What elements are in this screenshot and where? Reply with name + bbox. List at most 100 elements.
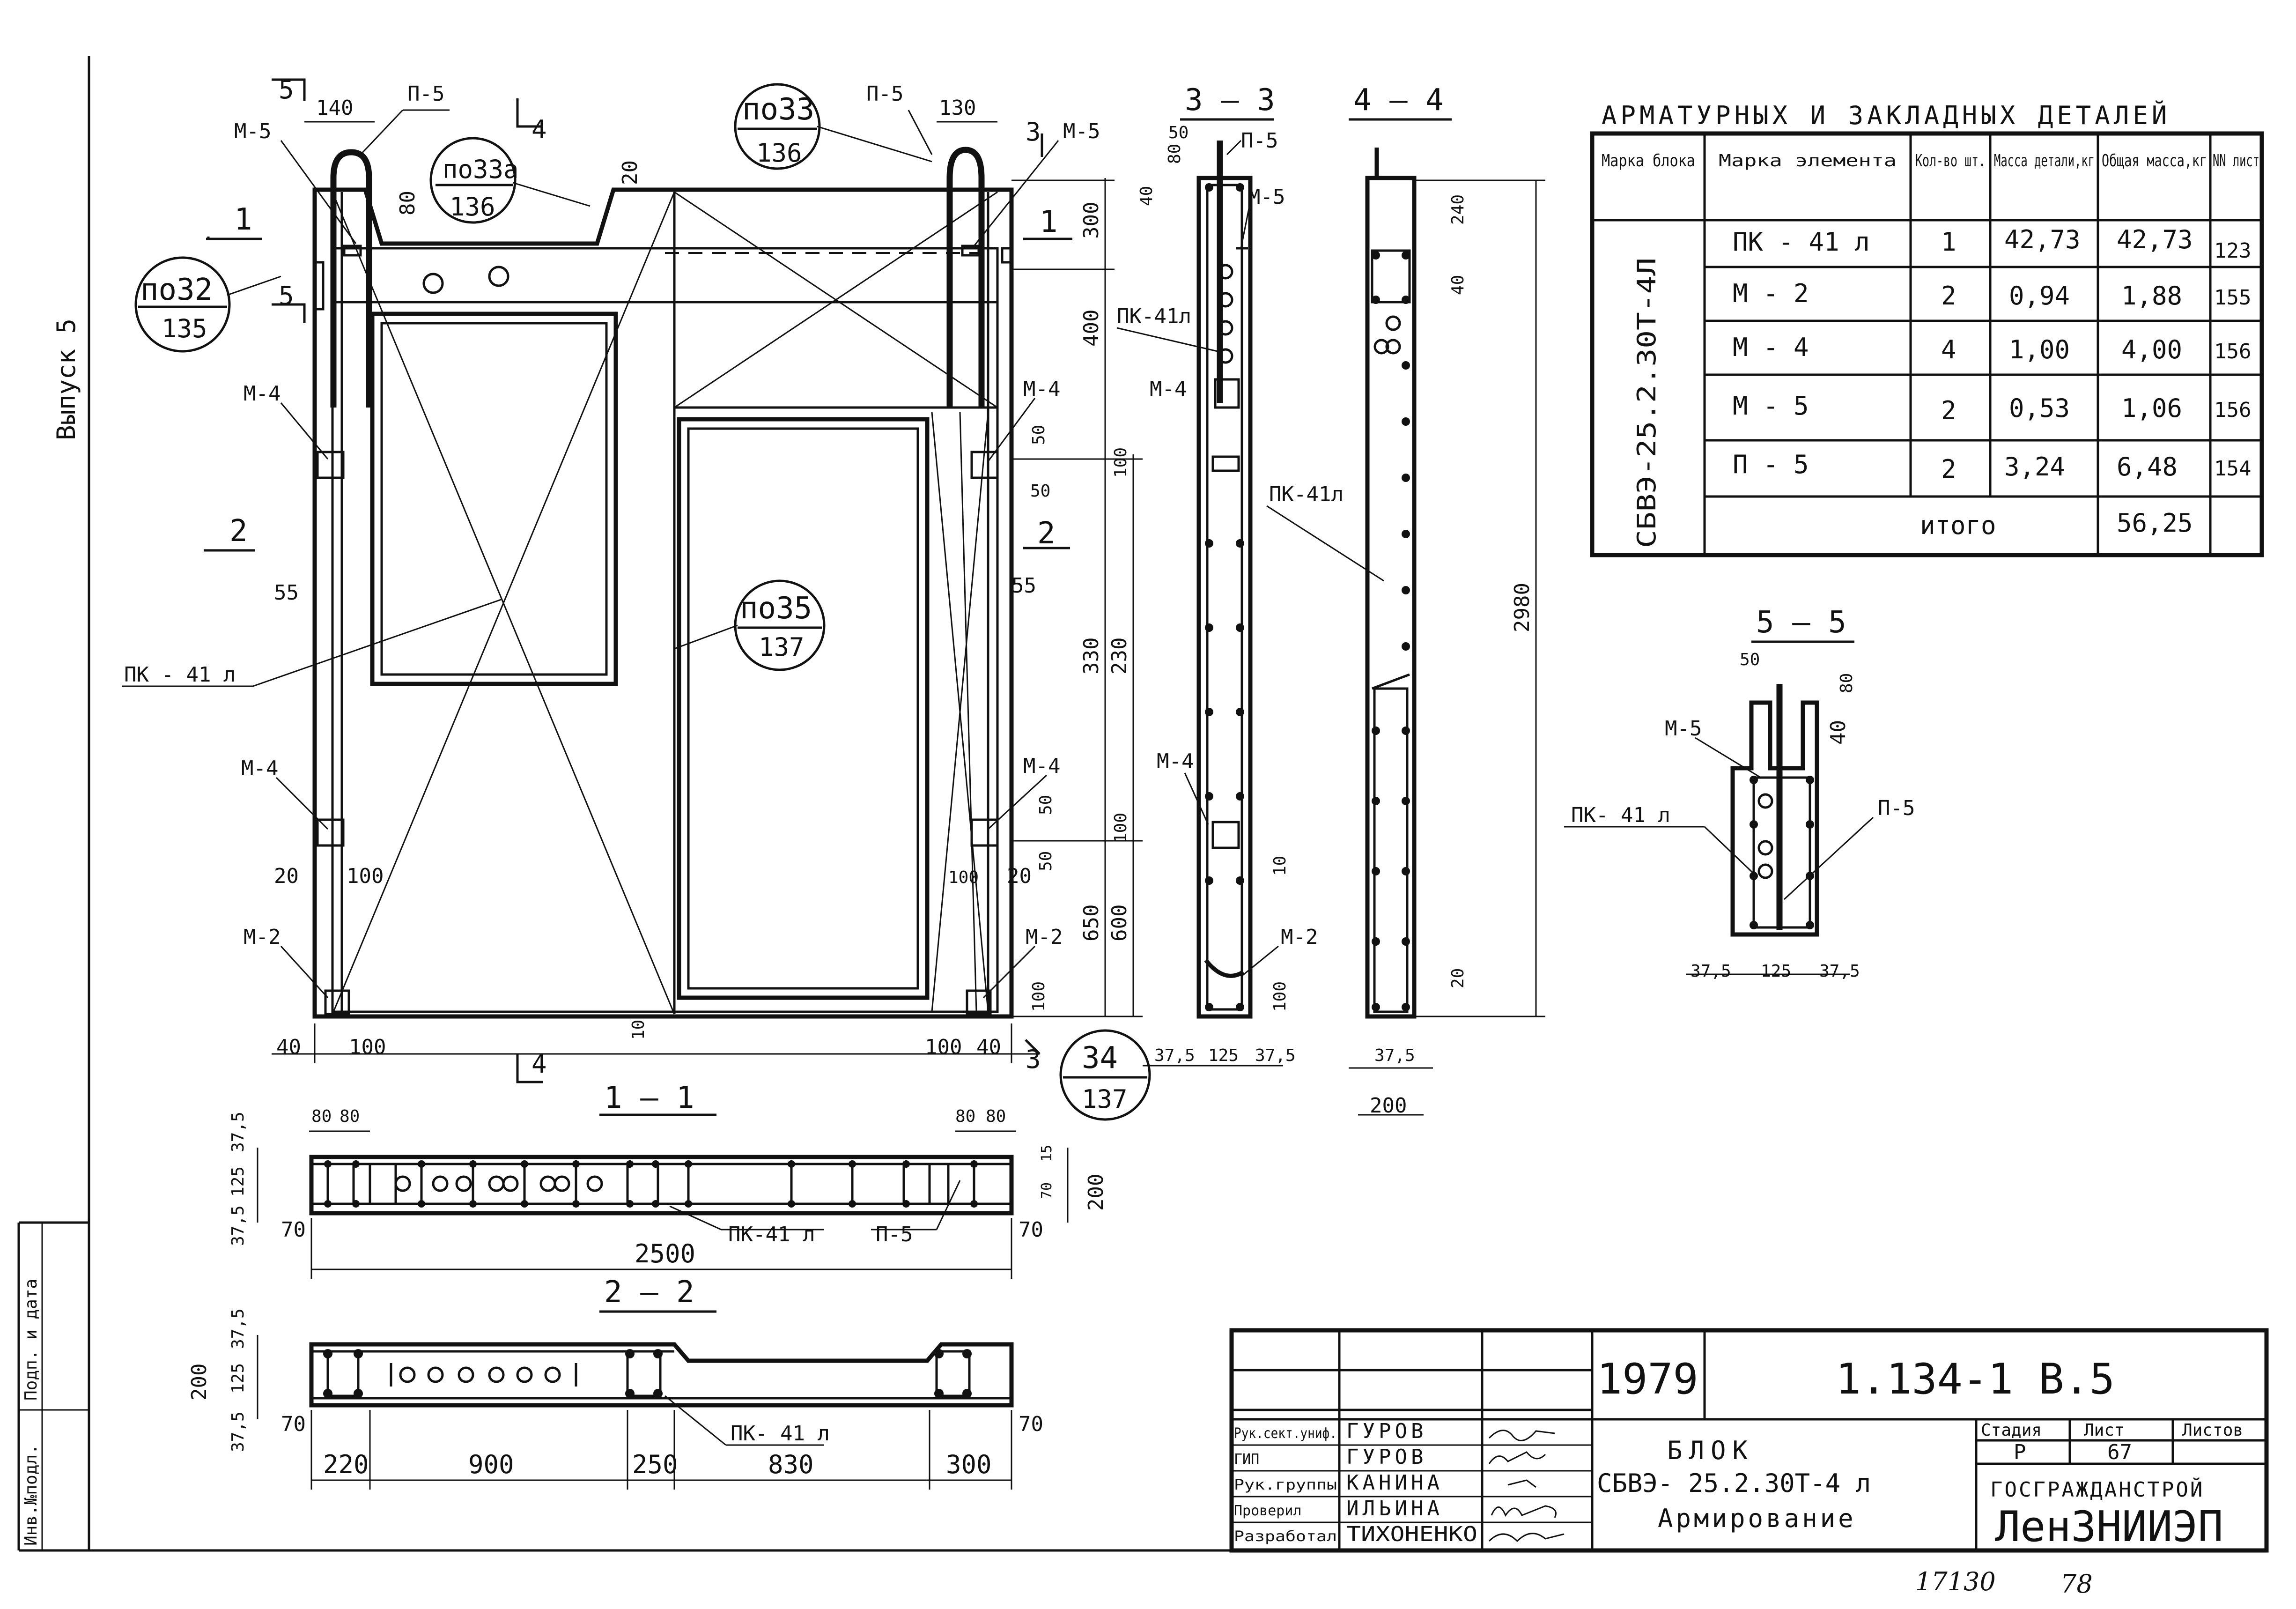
s33-label-m4a: М-4 <box>1150 377 1187 401</box>
s11-dim-80b: 80 <box>340 1107 360 1126</box>
label-m4-ll: М-4 <box>241 756 278 780</box>
spec-row: П - 5 2 3,24 6,48 154 <box>1733 450 2251 484</box>
label-m5-right: М-5 <box>1063 119 1100 143</box>
dim-50-a: 50 <box>1029 425 1048 445</box>
cut-mark-4-top: 4 <box>532 115 547 144</box>
spec-cell-element: П - 5 <box>1733 450 1809 479</box>
spec-cell-element: М - 2 <box>1733 279 1809 308</box>
spec-cell-mass: 0,53 <box>2009 393 2070 423</box>
sheet-frame <box>17 56 2268 1552</box>
s55-dim-50: 50 <box>1740 650 1760 669</box>
label-pk41: ПК - 41 л <box>124 663 236 687</box>
spec-row: М - 2 2 0,94 1,88 155 <box>1733 279 2251 311</box>
dim-330: 330 <box>1079 638 1103 675</box>
s22-dim-125: 125 <box>229 1363 248 1394</box>
s11-dim-80a: 80 <box>311 1107 332 1126</box>
spec-cell-total: 42,73 <box>2117 225 2193 254</box>
dim-55-left: 55 <box>274 581 299 605</box>
label-m2-right: М-2 <box>1026 925 1063 949</box>
dim-50-d: 50 <box>1036 851 1056 871</box>
dim-100-ll: 100 <box>347 864 384 888</box>
hole <box>422 273 444 294</box>
label-p5-right: П-5 <box>866 82 903 106</box>
s22-dim-900: 900 <box>468 1450 514 1479</box>
ref-33-bot: 136 <box>756 138 802 168</box>
s55-label-p5: П-5 <box>1878 796 1915 820</box>
title-name-3: Армирование <box>1658 1504 1856 1533</box>
ref-circles: по33а 136 по33 136 по32 135 по35 137 <box>134 83 1151 1121</box>
rebar-dots <box>323 1349 972 1398</box>
section-5-5-title: 5 — 5 <box>1756 605 1846 640</box>
ref-34: 34 137 <box>1059 1029 1151 1121</box>
plate-m4 <box>970 818 999 847</box>
dim-140: 140 <box>316 96 353 120</box>
window-opening <box>370 311 618 686</box>
right-notch <box>1001 247 1011 264</box>
dim-100-a: 100 <box>1111 447 1130 478</box>
s33-label-pk41a: ПК-41л <box>1117 304 1191 328</box>
ref-33a-top: по33а <box>443 155 519 184</box>
s22-dim-70a: 70 <box>281 1412 306 1436</box>
s33-dim-10: 10 <box>1270 856 1290 876</box>
plate-m5-left <box>343 245 362 257</box>
spec-cell-sheet: 154 <box>2214 457 2251 481</box>
dim-100-g: 100 <box>1029 981 1048 1012</box>
sheet-value: 67 <box>2107 1440 2132 1464</box>
dim-55-right: 55 <box>1011 574 1036 598</box>
spec-row: М - 4 4 1,00 4,00 156 <box>1733 333 2251 364</box>
dim-50-b: 50 <box>1030 482 1050 501</box>
org-2: ЛенЗНИИЭП <box>1995 1502 2223 1551</box>
label-m2-left: М-2 <box>244 925 281 949</box>
spec-cell-total: 1,06 <box>2121 393 2182 423</box>
dim-50-c: 50 <box>1036 795 1056 815</box>
spec-cell-qty: 1 <box>1941 227 1956 257</box>
section-3-3-title: 3 — 3 <box>1185 83 1275 118</box>
label-m4-ur: М-4 <box>1023 377 1060 401</box>
spec-cell-mass: 1,00 <box>2009 335 2070 364</box>
s44-dim-20: 20 <box>1448 968 1468 988</box>
spec-table: АРМАТУРНЫХ И ЗАКЛАДНЫХ ДЕТАЛЕЙ Марка бло… <box>1590 101 2264 557</box>
s55-label-m5: М-5 <box>1665 717 1702 741</box>
bottom-code: 17130 <box>1915 1567 1996 1596</box>
stage-label: Стадия <box>1981 1421 2042 1440</box>
dim-600: 600 <box>1107 905 1131 942</box>
dim-40-right: 40 <box>976 1035 1001 1059</box>
signatures <box>1488 1430 1565 1542</box>
s33-dim-40: 40 <box>1137 186 1156 206</box>
role-cell: Рук.группы <box>1234 1477 1337 1493</box>
door-opening-inner <box>687 427 919 990</box>
s11-dim-375t: 37,5 <box>229 1112 248 1152</box>
name-cell: ГУРОВ <box>1346 1445 1427 1469</box>
s22-label-pk41: ПК- 41 л <box>731 1422 830 1446</box>
s11-dim-70b: 70 <box>1019 1218 1043 1242</box>
spec-cell-qty: 4 <box>1941 335 1956 364</box>
s22-dim-250: 250 <box>632 1450 678 1479</box>
spec-header-element: Марка элемента <box>1719 151 1897 171</box>
section-5-5: 5 — 5 М-5 ПК- 41 л П-5 50 40 80 37,5 125… <box>1564 605 1915 981</box>
spec-total-label: итого <box>1920 511 1996 540</box>
ref-34-bot: 137 <box>1082 1084 1128 1114</box>
spec-block-mark: СБВЭ-25.2.30Т-4Л <box>1632 258 1661 548</box>
stage-value: Р <box>2014 1440 2026 1464</box>
section-1-1-stirrups <box>326 1163 975 1205</box>
ref-32: по32 135 <box>134 256 281 353</box>
s22-dim-375t: 37,5 <box>229 1308 248 1349</box>
s11-dim-80c: 80 <box>955 1107 975 1126</box>
s11-dim-375b: 37,5 <box>229 1205 248 1246</box>
plate-m4 <box>316 451 345 479</box>
spec-cell-sheet: 155 <box>2214 286 2251 310</box>
cut-mark-2-right: 2 <box>1037 516 1056 551</box>
lifting-loop-left <box>330 149 372 408</box>
cage-outline <box>331 247 999 1013</box>
org-1: ГОСГРАЖДАНСТРОЙ <box>1990 1477 2204 1502</box>
s33-dim-375a: 37,5 <box>1154 1046 1195 1065</box>
section-1-1-outline <box>309 1155 1014 1216</box>
s11-dim-70a: 70 <box>281 1218 306 1242</box>
s22-dim-70b: 70 <box>1019 1412 1043 1436</box>
dim-130: 130 <box>939 96 976 120</box>
dim-100-d: 100 <box>1111 813 1130 843</box>
plate-m4 <box>970 451 999 479</box>
cut-mark-3-bot: 3 <box>1026 1045 1041 1074</box>
section-4-4: 4 — 4 240 40 2980 20 37,5 200 <box>1349 83 1545 1118</box>
